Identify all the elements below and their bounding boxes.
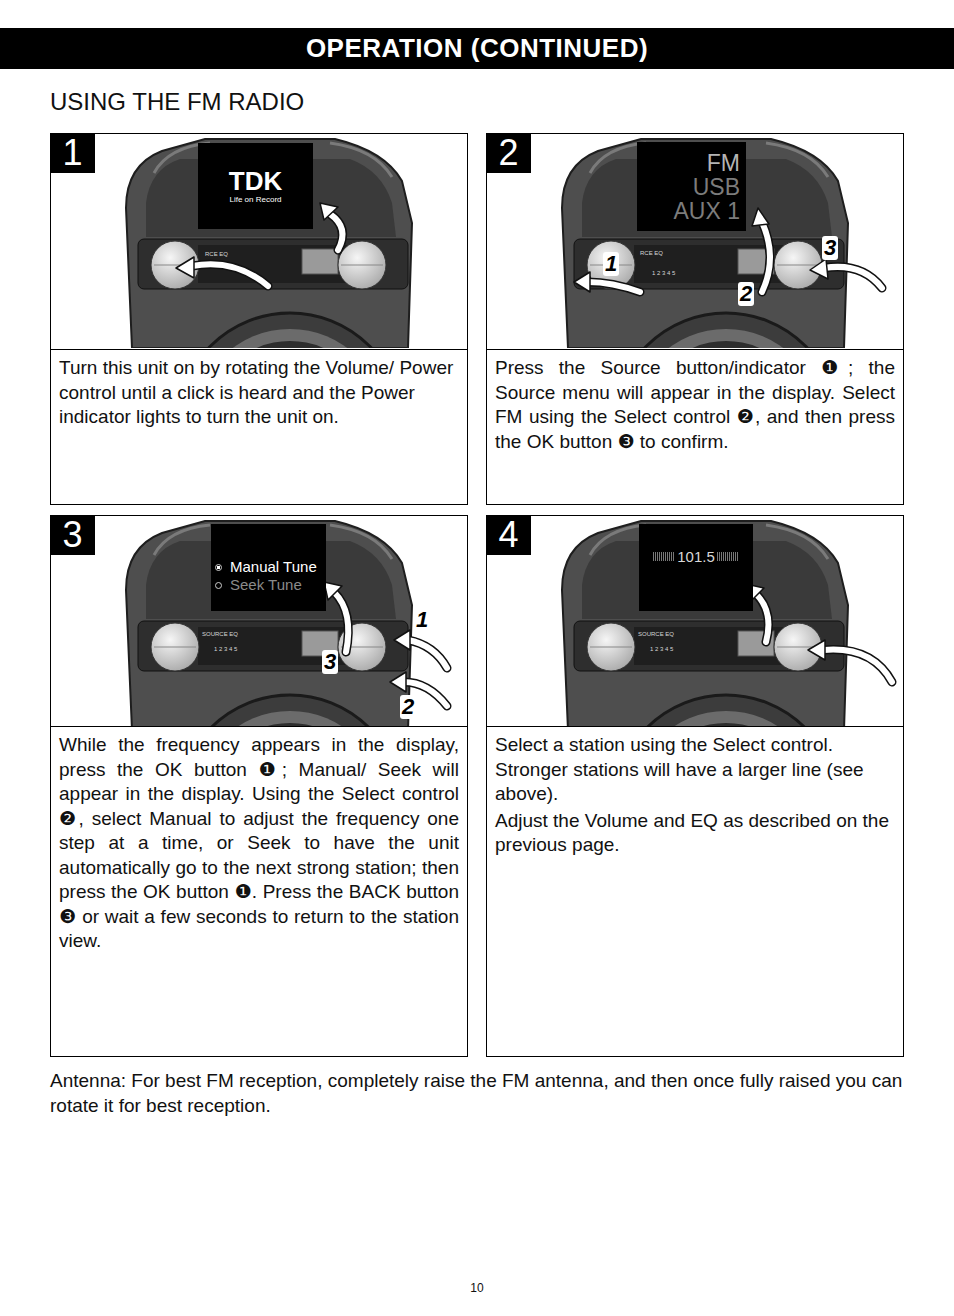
- step-number: 2: [486, 133, 531, 173]
- step-body: Press the Source button/indicator ❶; the…: [487, 349, 903, 504]
- display-screen: Manual TuneSeek Tune: [211, 524, 326, 611]
- frequency: 101.5: [677, 548, 715, 565]
- note: Antenna: For best FM reception, complete…: [50, 1068, 910, 1118]
- page-number: 10: [437, 1282, 517, 1295]
- step-panel: 4Select a station using the Select contr…: [486, 515, 904, 1057]
- arrow-head: [320, 203, 338, 220]
- arrow: [334, 592, 348, 652]
- arrow-head: [324, 582, 342, 600]
- radio-button: [215, 564, 222, 571]
- display-screen: 101.5: [639, 524, 753, 611]
- arrow: [824, 267, 882, 288]
- menu-row: Manual Tune: [215, 558, 326, 576]
- step-number: 3: [50, 515, 95, 555]
- callout-number: 2: [738, 282, 754, 306]
- arrow: [762, 222, 770, 292]
- step-body: Select a station using the Select contro…: [487, 726, 903, 1056]
- radio-button: [215, 582, 222, 589]
- step-number: 4: [486, 515, 531, 555]
- arrow: [192, 264, 268, 286]
- panel-marking: 1 2 3 4 5: [652, 270, 675, 277]
- display-screen: FMUSBAUX 1: [637, 142, 746, 231]
- step-body: Turn this unit on by rotating the Volume…: [51, 349, 467, 504]
- step-text: Turn this unit on by rotating the Volume…: [59, 356, 459, 430]
- arrow: [588, 282, 640, 292]
- arrow: [824, 650, 892, 682]
- menu-row: Seek Tune: [215, 576, 326, 594]
- panel-marking: 1 2 3 4 5: [214, 646, 237, 653]
- panel-marking: RCE EQ: [640, 250, 663, 257]
- arrow: [192, 264, 268, 286]
- arrow: [762, 222, 770, 292]
- signal-bar: [653, 552, 675, 561]
- step-number: 1: [50, 133, 95, 173]
- arrow: [330, 214, 343, 250]
- signal-bar: [717, 552, 739, 561]
- arrow: [334, 592, 348, 652]
- menu-item: AUX 1: [674, 199, 740, 223]
- arrow-head: [574, 272, 590, 292]
- step-text: Press the Source button/indicator ❶; the…: [495, 356, 895, 454]
- arrow: [824, 650, 892, 682]
- panel-marking: RCE EQ: [205, 251, 228, 258]
- arrow-head: [176, 257, 194, 278]
- menu-item: USB: [693, 175, 740, 199]
- logo-text: TDK: [229, 167, 282, 195]
- step-text: Select a station using the Select contro…: [495, 733, 895, 807]
- panel-marking: SOURCE EQ: [638, 631, 674, 638]
- callout-number: 3: [822, 236, 838, 260]
- panel-marking: SOURCE EQ: [202, 631, 238, 638]
- logo-tagline: Life on Record: [229, 195, 281, 205]
- menu-item: Seek Tune: [230, 576, 302, 594]
- callout-number: 1: [414, 608, 430, 632]
- arrow: [408, 640, 447, 668]
- step-panel: 2Press the Source button/indicator ❶; th…: [486, 133, 904, 505]
- arrow: [408, 640, 447, 668]
- arrow-head: [810, 259, 828, 279]
- panel-marking: 1 2 3 4 5: [650, 646, 673, 653]
- arrow: [588, 282, 640, 292]
- callout-number: 3: [322, 650, 338, 674]
- arrow: [330, 214, 343, 250]
- callout-number: 2: [400, 695, 416, 719]
- callout-number: 1: [603, 252, 619, 276]
- arrow-head: [394, 630, 410, 650]
- arrow-head: [390, 672, 406, 692]
- arrow: [756, 594, 768, 642]
- arrow-head: [752, 208, 769, 226]
- menu-item: FM: [707, 151, 740, 175]
- step-text: While the frequency appears in the displ…: [59, 733, 459, 954]
- menu-item: Manual Tune: [230, 558, 317, 576]
- section-title: USING THE FM RADIO: [50, 88, 304, 116]
- arrow: [824, 267, 882, 288]
- arrow-head: [808, 640, 825, 660]
- header-text: OPERATION (CONTINUED): [306, 33, 648, 64]
- display-screen: TDKLife on Record: [198, 143, 313, 229]
- step-panel: 1Turn this unit on by rotating the Volum…: [50, 133, 468, 505]
- step-text: Adjust the Volume and EQ as described on…: [495, 809, 895, 858]
- step-panel: 3While the frequency appears in the disp…: [50, 515, 468, 1057]
- header-band: OPERATION (CONTINUED): [0, 28, 954, 69]
- step-body: While the frequency appears in the displ…: [51, 726, 467, 1056]
- arrow: [756, 594, 768, 642]
